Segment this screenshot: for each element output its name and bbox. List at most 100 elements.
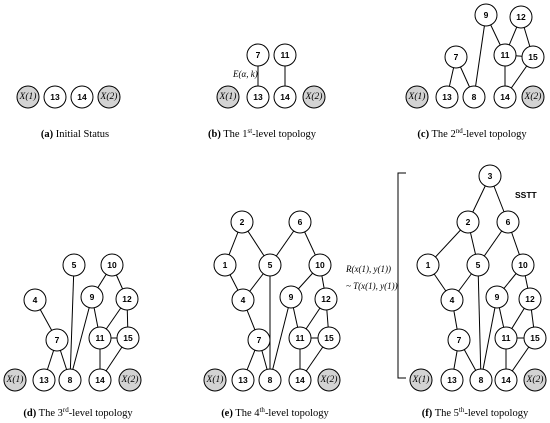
- node-f-n3: 3: [478, 164, 502, 188]
- node-label-c-n11: 11: [501, 50, 510, 60]
- node-e-x1: X(1): [203, 368, 227, 392]
- node-circle-b-n14: [273, 85, 297, 109]
- node-label-e-n9: 9: [289, 292, 294, 302]
- node-label-f-n8: 8: [479, 375, 484, 385]
- relation-r-label: R(x(1), y(1)): [345, 264, 391, 274]
- node-label-d-n15: 15: [123, 333, 133, 343]
- node-label-e-n11: 11: [296, 333, 305, 343]
- node-e-n5: 5: [258, 253, 282, 277]
- node-label-d-n10: 10: [107, 260, 117, 270]
- node-b-x2: X(2): [302, 85, 326, 109]
- node-label-c-x2: X(2): [524, 91, 542, 102]
- node-circle-f-n9: [485, 285, 509, 309]
- node-d-x2: X(2): [118, 368, 142, 392]
- node-label-f-n5: 5: [476, 260, 481, 270]
- node-label-f-n4: 4: [450, 295, 455, 305]
- node-circle-b-n13: [246, 85, 270, 109]
- node-label-c-n8: 8: [472, 92, 477, 102]
- node-b-x1: X(1): [216, 85, 240, 109]
- node-e-n10: 10: [308, 253, 332, 277]
- edge-e-n9-n8: [269, 296, 292, 381]
- node-e-n11: 11: [288, 326, 312, 350]
- node-circle-f-n8: [469, 368, 493, 392]
- node-e-x2: X(2): [317, 368, 341, 392]
- node-label-d-n13: 13: [39, 375, 49, 385]
- node-a-n14: 14: [70, 85, 94, 109]
- node-label-f-n15: 15: [530, 333, 540, 343]
- node-circle-c-n15: [521, 45, 545, 69]
- node-d-n5: 5: [62, 253, 86, 277]
- node-d-n8: 8: [58, 368, 82, 392]
- node-label-f-n1: 1: [426, 260, 431, 270]
- node-circle-e-n2: [230, 210, 254, 234]
- node-label-e-n8: 8: [268, 375, 273, 385]
- node-label-f-n2: 2: [466, 217, 471, 227]
- node-label-e-n15: 15: [324, 333, 334, 343]
- node-label-c-n12: 12: [516, 12, 526, 22]
- node-circle-a-x2: [97, 85, 121, 109]
- node-label-d-n11: 11: [96, 333, 105, 343]
- node-label-e-n6: 6: [298, 217, 303, 227]
- node-d-n12: 12: [115, 287, 139, 311]
- node-label-e-n13: 13: [238, 375, 248, 385]
- node-label-e-x1: X(1): [206, 374, 224, 385]
- node-circle-f-n12: [518, 287, 542, 311]
- node-d-n4: 4: [23, 288, 47, 312]
- node-f-x2: X(2): [523, 368, 547, 392]
- node-label-f-n9: 9: [495, 292, 500, 302]
- node-d-n11: 11: [88, 326, 112, 350]
- node-f-n15: 15: [523, 326, 547, 350]
- caption-d: (d) The 3rd-level topology: [23, 406, 133, 419]
- node-circle-c-n7: [444, 45, 468, 69]
- node-circle-e-n5: [258, 253, 282, 277]
- caption-b: (b) The 1st-level topology: [208, 127, 317, 140]
- node-label-e-n10: 10: [315, 260, 325, 270]
- node-f-n8: 8: [469, 368, 493, 392]
- node-label-d-n7: 7: [55, 335, 60, 345]
- node-circle-d-x2: [118, 368, 142, 392]
- node-label-e-n14: 14: [295, 375, 305, 385]
- node-circle-f-n7: [447, 328, 471, 352]
- node-d-n9: 9: [80, 285, 104, 309]
- node-circle-e-n15: [317, 326, 341, 350]
- node-circle-c-n12: [509, 5, 533, 29]
- node-label-d-x1: X(1): [6, 374, 24, 385]
- node-c-n14: 14: [493, 85, 517, 109]
- node-circle-d-n13: [32, 368, 56, 392]
- node-label-f-x1: X(1): [412, 374, 430, 385]
- node-label-a-n14: 14: [77, 92, 87, 102]
- node-circle-c-x1: [405, 85, 429, 109]
- node-circle-e-n1: [213, 253, 237, 277]
- node-f-n6: 6: [496, 210, 520, 234]
- edge-d-n9-n8: [69, 296, 93, 381]
- node-circle-e-x1: [203, 368, 227, 392]
- node-circle-f-n4: [440, 288, 464, 312]
- bracket-icon: [397, 172, 406, 379]
- node-circle-e-n11: [288, 326, 312, 350]
- node-c-n7: 7: [444, 45, 468, 69]
- node-circle-c-n9: [474, 3, 498, 27]
- node-label-b-n14: 14: [280, 92, 290, 102]
- node-label-c-x1: X(1): [408, 91, 426, 102]
- node-circle-d-n5: [62, 253, 86, 277]
- node-label-d-n9: 9: [90, 292, 95, 302]
- node-label-a-x1: X(1): [19, 91, 37, 102]
- node-f-n11: 11: [494, 326, 518, 350]
- node-e-n15: 15: [317, 326, 341, 350]
- node-circle-e-n9: [279, 285, 303, 309]
- node-a-x1: X(1): [16, 85, 40, 109]
- node-b-n14: 14: [273, 85, 297, 109]
- sstt-label: SSTT: [515, 190, 538, 200]
- node-circle-c-n14: [493, 85, 517, 109]
- node-e-n6: 6: [288, 210, 312, 234]
- node-label-b-x2: X(2): [305, 91, 323, 102]
- node-circle-d-x1: [3, 368, 27, 392]
- node-e-n4: 4: [231, 288, 255, 312]
- node-label-b-x1: X(1): [219, 91, 237, 102]
- node-circle-d-n9: [80, 285, 104, 309]
- node-circle-e-n13: [231, 368, 255, 392]
- node-label-f-n11: 11: [502, 333, 511, 343]
- node-f-n4: 4: [440, 288, 464, 312]
- node-label-f-n6: 6: [506, 217, 511, 227]
